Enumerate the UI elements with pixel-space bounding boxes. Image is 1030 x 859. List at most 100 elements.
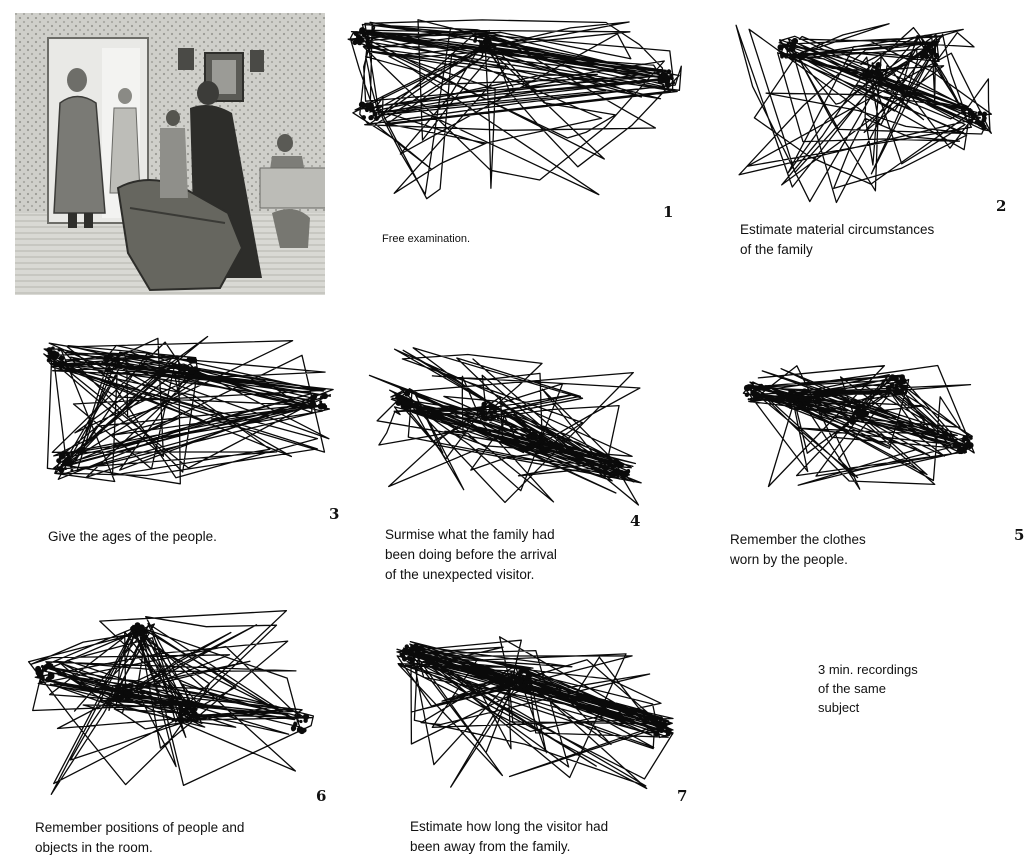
fixation-dot — [116, 688, 119, 691]
fixation-dot — [298, 726, 304, 731]
fixation-dot — [658, 716, 664, 722]
fixation-dot — [875, 62, 882, 68]
fixation-dot — [856, 419, 859, 422]
fixation-dot — [790, 53, 797, 59]
fixation-dot — [115, 365, 118, 368]
fixation-dot — [759, 383, 764, 388]
fixation-dot — [934, 41, 939, 46]
fixation-dot — [520, 683, 527, 689]
fixation-dot — [404, 398, 408, 402]
fixation-dot — [661, 72, 668, 79]
fixation-dot — [478, 39, 481, 43]
fixation-dot — [353, 31, 359, 37]
fixation-dot — [791, 37, 799, 45]
fixation-dot — [755, 386, 761, 392]
fixation-dot — [40, 665, 44, 668]
painting-unexpected-visitor — [5, 3, 335, 305]
fixation-dot — [401, 400, 408, 407]
fixation-dot — [43, 666, 48, 672]
scanpath-trace — [368, 347, 642, 506]
scanpath-2-svg — [735, 23, 993, 204]
fixation-dot — [359, 35, 363, 39]
fixation-dot — [178, 713, 183, 718]
fixation-dot — [141, 636, 146, 641]
fixation-dot — [492, 405, 495, 409]
fixation-dot — [187, 359, 191, 363]
fixation-dot — [474, 37, 478, 41]
fixation-dot — [116, 695, 123, 702]
fixation-dot — [797, 402, 803, 408]
fixation-dot — [977, 110, 983, 116]
fixation-dot — [963, 443, 969, 449]
fixation-dot — [368, 115, 374, 121]
fixation-dot — [961, 448, 967, 454]
fixation-dot — [669, 73, 673, 78]
fixation-dot — [45, 662, 52, 669]
fixation-dot — [290, 725, 297, 731]
fixation-dot — [191, 711, 198, 718]
fixation-dot — [802, 401, 807, 406]
scanpath-5 — [735, 355, 983, 503]
fixation-dot — [665, 726, 669, 731]
fixation-dot — [652, 715, 659, 722]
fixation-dot — [885, 385, 892, 391]
fixation-dot — [359, 29, 363, 33]
fixation-dot — [180, 372, 185, 377]
fixation-dot — [132, 632, 139, 639]
fixation-dot — [114, 356, 121, 363]
fixation-dot — [659, 74, 662, 78]
fixation-dot — [744, 392, 750, 397]
fixation-dot — [124, 683, 128, 687]
fixation-dot — [927, 42, 934, 48]
fixation-dot — [365, 40, 370, 46]
fixation-dot — [793, 400, 796, 404]
fixation-dot — [480, 34, 484, 38]
fixation-dot — [35, 669, 42, 676]
fixation-dot — [61, 360, 65, 364]
fixation-dot — [190, 357, 198, 364]
fixation-dot — [406, 405, 411, 410]
scanpath-1-svg — [347, 19, 682, 200]
fixation-dot — [178, 365, 185, 372]
panel-number-2: 2 — [996, 197, 1007, 215]
fixation-dot — [967, 118, 974, 125]
fixation-dot — [309, 394, 317, 402]
fixation-dot — [974, 112, 977, 116]
fixation-dot — [960, 447, 964, 451]
fixation-dot — [897, 380, 903, 387]
scanpath-3-svg — [43, 335, 334, 485]
fixation-dot — [856, 406, 860, 410]
fixation-dot — [777, 44, 784, 51]
fixation-dot — [69, 464, 73, 468]
fixation-dot — [105, 362, 110, 367]
fixation-dot — [476, 47, 482, 53]
fixation-dot — [969, 436, 973, 440]
fixation-dot — [123, 686, 127, 690]
fixation-dot — [106, 366, 112, 372]
fixation-dot — [783, 53, 788, 58]
fixation-dot — [45, 676, 52, 683]
fixation-dot — [667, 721, 671, 725]
fixation-dot — [374, 116, 379, 121]
scanpath-4-svg — [368, 347, 642, 506]
fixation-dot — [974, 120, 979, 125]
fixation-dot — [525, 677, 529, 681]
fixation-dot — [191, 703, 196, 709]
fixation-dot — [760, 395, 764, 400]
fixation-dot — [492, 409, 498, 415]
scanpath-trace — [735, 23, 993, 204]
caption-clothes: Remember the clothes worn by the people. — [730, 532, 866, 567]
fixation-dot — [404, 390, 411, 397]
fixation-dot — [321, 392, 328, 400]
fixation-dot — [400, 654, 406, 659]
fixation-dot — [299, 719, 303, 724]
fixation-dot — [788, 45, 796, 52]
scanpath-trace — [347, 19, 682, 200]
fixation-dot — [872, 71, 878, 76]
scanpath-2 — [718, 8, 1000, 213]
fixation-dot — [182, 707, 189, 714]
fixation-dot — [481, 415, 487, 421]
fixation-dot — [36, 675, 40, 678]
fixation-dot — [625, 469, 631, 474]
scanpath-6-svg — [27, 610, 315, 795]
